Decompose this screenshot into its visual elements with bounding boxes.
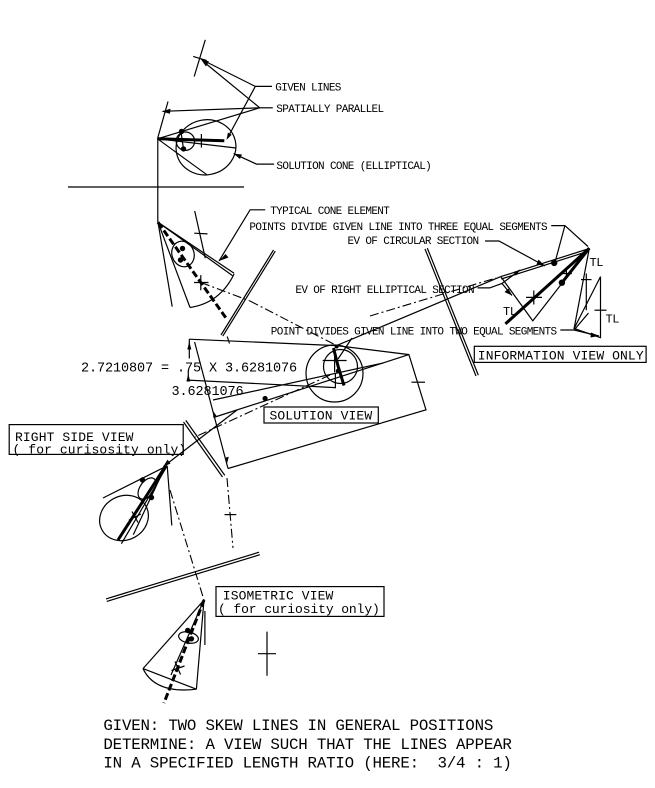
svg-text:SOLUTION VIEW: SOLUTION VIEW bbox=[270, 409, 373, 424]
svg-text:IN A SPECIFIED LENGTH RATIO (H: IN A SPECIFIED LENGTH RATIO (HERE: 3/4 :… bbox=[103, 755, 511, 773]
svg-text:2.7210807 = .75 X 3.6281076: 2.7210807 = .75 X 3.6281076 bbox=[81, 361, 297, 376]
svg-text:GIVEN: TWO SKEW LINES IN GENER: GIVEN: TWO SKEW LINES IN GENERAL POSITIO… bbox=[103, 717, 493, 735]
svg-text:EV OF RIGHT ELLIPTICAL SECTION: EV OF RIGHT ELLIPTICAL SECTION bbox=[295, 285, 474, 297]
svg-text:TL: TL bbox=[590, 256, 604, 270]
svg-text:SOLUTION CONE (ELLIPTICAL): SOLUTION CONE (ELLIPTICAL) bbox=[276, 161, 431, 173]
svg-text:POINTS DIVIDE GIVEN LINE INTO: POINTS DIVIDE GIVEN LINE INTO THREE EQUA… bbox=[249, 222, 548, 234]
svg-text:SPATIALLY PARALLEL: SPATIALLY PARALLEL bbox=[276, 104, 383, 116]
svg-text:DETERMINE: A VIEW SUCH THAT TH: DETERMINE: A VIEW SUCH THAT THE LINES AP… bbox=[103, 736, 512, 754]
svg-text:GIVEN LINES: GIVEN LINES bbox=[275, 83, 342, 95]
svg-text:ISOMETRIC VIEW: ISOMETRIC VIEW bbox=[223, 588, 334, 603]
svg-text:POINT DIVIDES GIVEN LINE INTO: POINT DIVIDES GIVEN LINE INTO TWO EQUAL … bbox=[271, 326, 558, 338]
svg-text:TYPICAL CONE ELEMENT: TYPICAL CONE ELEMENT bbox=[270, 206, 390, 218]
svg-text:( for curiosity only): ( for curiosity only) bbox=[218, 602, 380, 617]
svg-text:TL: TL bbox=[606, 313, 620, 327]
svg-text:TL: TL bbox=[503, 305, 517, 319]
svg-text:RIGHT SIDE VIEW: RIGHT SIDE VIEW bbox=[15, 430, 134, 445]
svg-text:( for curisosity only): ( for curisosity only) bbox=[13, 442, 187, 457]
svg-text:INFORMATION VIEW ONLY: INFORMATION VIEW ONLY bbox=[478, 348, 644, 363]
svg-text:EV OF CIRCULAR SECTION: EV OF CIRCULAR SECTION bbox=[348, 236, 479, 248]
svg-text:3.6281076: 3.6281076 bbox=[172, 385, 244, 400]
